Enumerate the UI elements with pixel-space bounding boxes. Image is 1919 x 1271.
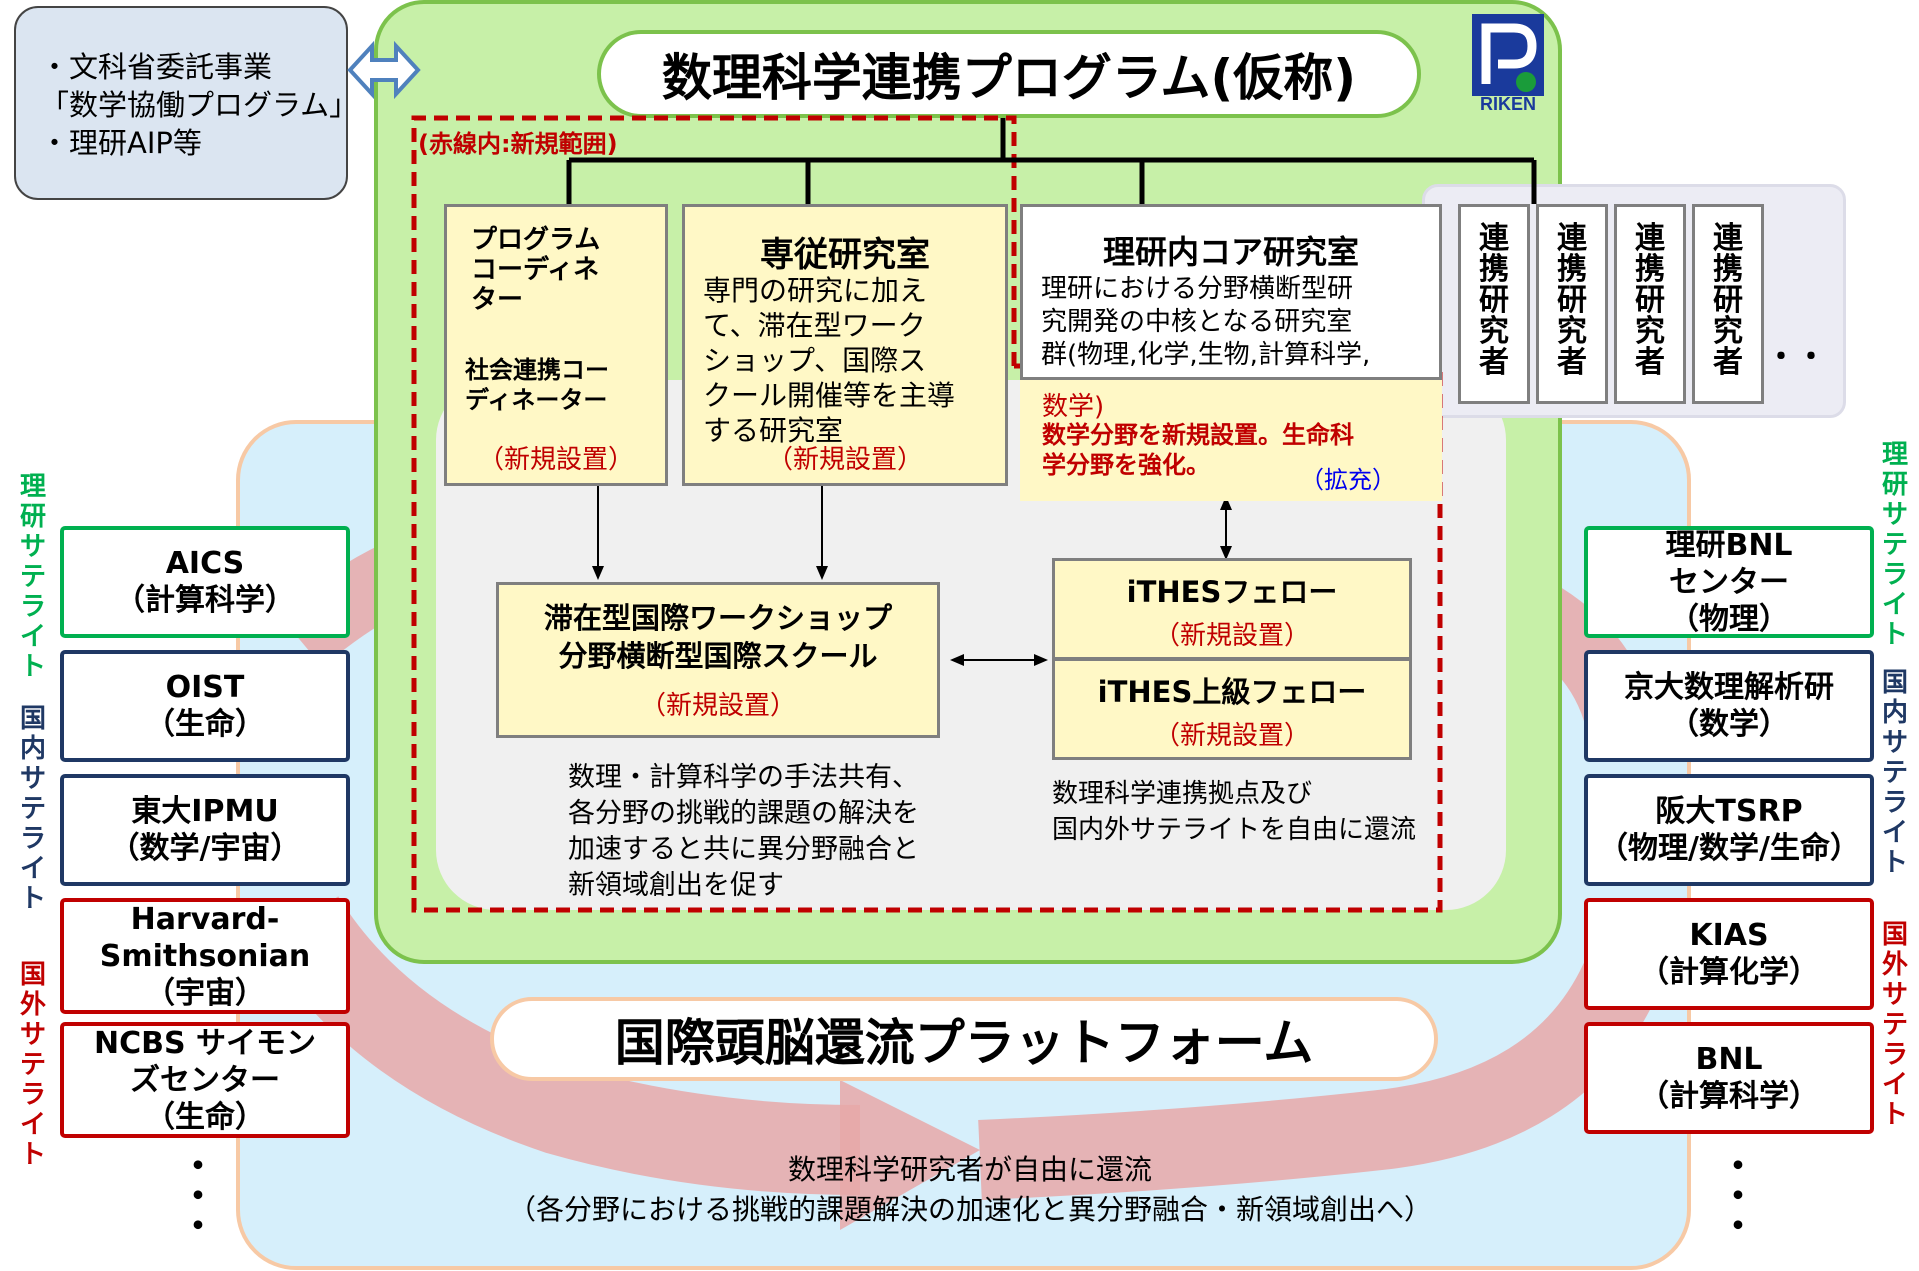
left-sat-4-line2: Smithsonian xyxy=(99,938,311,974)
coordinator-box: プログラム コーディネ ター 社会連携コー ディネーター （新規設置） xyxy=(444,204,668,486)
bottom-description: 数理科学研究者が自由に還流 （各分野における挑戦的課題解決の加速化と異分野融合・… xyxy=(420,1150,1520,1230)
left-sat-5-line1: NCBS サイモン xyxy=(93,1025,317,1061)
core-lab-ext-note: （拡充） xyxy=(1300,466,1396,494)
right-sat-3-line2: （物理/数学/生命） xyxy=(1598,831,1860,866)
riken-logo-icon xyxy=(1472,14,1544,96)
left-satellite-aics: AICS （計算科学） xyxy=(60,526,350,638)
workshop-description: 数理・計算科学の手法共有、 各分野の挑戦的課題の解決を 加速すると共に異分野融合… xyxy=(568,762,919,901)
ithes-fellow-note: （新規設置） xyxy=(1153,621,1310,651)
core-lab-box: 理研内コア研究室 理研における分野横断型研 究開発の中核となる研究室 群(物理,… xyxy=(1020,204,1442,501)
researcher-label-1: 連携研究者 xyxy=(1479,221,1509,380)
fellow-description: 数理科学連携拠点及び 国内外サテライトを自由に還流 xyxy=(1052,779,1417,845)
researcher-box-1: 連携研究者 xyxy=(1458,204,1530,404)
right-sat-3-line1: 阪大TSRP xyxy=(1655,794,1803,829)
right-satellite-rims: 京大数理解析研 （数学） xyxy=(1584,650,1874,762)
coordinator-note: （新規設置） xyxy=(477,445,634,475)
mext-line-1: ・文科省委託事業 xyxy=(40,50,273,84)
right-domestic-satellite-label: 国内サテライト xyxy=(1881,668,1908,878)
left-domestic-satellite-label: 国内サテライト xyxy=(19,704,46,914)
left-sat-1-line1: AICS xyxy=(165,546,245,581)
ithes-senior-note: （新規設置） xyxy=(1153,721,1310,751)
left-sat-2-line1: OIST xyxy=(165,670,245,705)
left-sat-4-line1: Harvard- xyxy=(130,901,280,937)
coordinator-subtitle: 社会連携コー ディネーター xyxy=(465,356,609,414)
left-sat-3-line2: （数学/宇宙） xyxy=(109,831,301,866)
right-sat-1-line3: （物理） xyxy=(1669,601,1789,637)
ithes-fellow-title: iTHESフェロー xyxy=(1126,575,1338,609)
right-sat-4-line1: KIAS xyxy=(1689,918,1769,953)
right-sat-4-line2: （計算化学） xyxy=(1639,955,1819,990)
right-sat-5-line1: BNL xyxy=(1695,1042,1763,1077)
ithes-senior-title: iTHES上級フェロー xyxy=(1097,675,1367,709)
right-sat-5-line2: （計算科学） xyxy=(1639,1079,1819,1114)
researcher-label-3: 連携研究者 xyxy=(1635,221,1665,380)
researcher-label-2: 連携研究者 xyxy=(1557,221,1587,380)
coordinator-title: プログラム コーディネ ター xyxy=(471,225,601,315)
left-satellite-harvard: Harvard- Smithsonian （宇宙） xyxy=(60,898,350,1014)
researcher-label-4: 連携研究者 xyxy=(1713,221,1743,380)
researcher-box-3: 連携研究者 xyxy=(1614,204,1686,404)
riken-logo-text: RIKEN xyxy=(1479,94,1536,114)
right-sat-1-line2: センター xyxy=(1669,564,1789,600)
core-lab-ext-line1: 数学) xyxy=(1042,392,1105,422)
left-satellite-ncbs: NCBS サイモン ズセンター （生命） xyxy=(60,1022,350,1138)
new-scope-label: (赤線内:新規範囲) xyxy=(418,130,618,158)
dedicated-lab-box: 専従研究室 専門の研究に加え て、滞在型ワーク ショップ、国際ス クール開催等を… xyxy=(682,204,1008,486)
bottom-desc-line1: 数理科学研究者が自由に還流 xyxy=(787,1153,1152,1186)
right-satellite-bnl: BNL （計算科学） xyxy=(1584,1022,1874,1134)
right-sat-2-line2: （数学） xyxy=(1669,707,1789,742)
right-more-satellites: ・・・ xyxy=(1720,1146,1757,1247)
workshop-box: 滞在型国際ワークショップ 分野横断型国際スクール （新規設置） xyxy=(496,582,940,738)
left-sat-5-line3: （生命） xyxy=(145,1099,265,1135)
core-lab-title: 理研内コア研究室 xyxy=(1102,233,1359,271)
core-lab-extension: 数学) 数学分野を新規設置。生命科 学分野を強化。 （拡充） xyxy=(1020,377,1442,501)
dedicated-lab-note: （新規設置） xyxy=(766,445,923,475)
researcher-ellipsis: ・・ xyxy=(1766,340,1826,375)
researcher-box-2: 連携研究者 xyxy=(1536,204,1608,404)
left-sat-5-line2: ズセンター xyxy=(130,1062,280,1098)
left-sat-1-line2: （計算科学） xyxy=(115,583,295,618)
mext-program-box: ・文科省委託事業 「数学協働プログラム」 ・理研AIP等 xyxy=(14,6,358,200)
riken-logo: RIKEN xyxy=(1472,14,1544,114)
platform-title: 国際頭脳還流プラットフォーム xyxy=(490,997,1438,1081)
left-sat-3-line1: 東大IPMU xyxy=(131,794,279,829)
mext-line-2: 「数学協働プログラム」 xyxy=(40,88,359,122)
left-satellite-ipmu: 東大IPMU （数学/宇宙） xyxy=(60,774,350,886)
core-lab-ext-line2: 数学分野を新規設置。生命科 学分野を強化。 xyxy=(1042,421,1354,479)
ithes-senior-box: iTHES上級フェロー （新規設置） xyxy=(1052,658,1412,760)
left-sat-4-line3: （宇宙） xyxy=(145,975,265,1011)
right-sat-2-line1: 京大数理解析研 xyxy=(1624,670,1834,705)
right-riken-satellite-label: 理研サテライト xyxy=(1881,440,1908,650)
left-riken-satellite-label: 理研サテライト xyxy=(19,472,46,682)
right-satellite-riken-bnl: 理研BNL センター （物理） xyxy=(1584,526,1874,638)
left-sat-2-line2: （生命） xyxy=(145,707,265,742)
workshop-line2: 分野横断型国際スクール xyxy=(558,639,878,673)
dedicated-lab-title: 専従研究室 xyxy=(760,235,930,275)
right-satellite-kias: KIAS （計算化学） xyxy=(1584,898,1874,1010)
core-lab-body: 理研における分野横断型研 究開発の中核となる研究室 群(物理,化学,生物,計算科… xyxy=(1041,274,1371,370)
mext-line-3: ・理研AIP等 xyxy=(40,126,202,160)
right-sat-1-line1: 理研BNL xyxy=(1665,527,1793,563)
researcher-box-4: 連携研究者 xyxy=(1692,204,1764,404)
left-foreign-satellite-label: 国外サテライト xyxy=(19,960,46,1170)
left-satellite-oist: OIST （生命） xyxy=(60,650,350,762)
right-foreign-satellite-label: 国外サテライト xyxy=(1881,920,1908,1130)
bottom-desc-line2: （各分野における挑戦的課題解決の加速化と異分野融合・新領域創出へ） xyxy=(507,1193,1432,1226)
ithes-fellow-box: iTHESフェロー （新規設置） xyxy=(1052,558,1412,660)
left-more-satellites: ・・・ xyxy=(180,1146,217,1247)
right-satellite-tsrp: 阪大TSRP （物理/数学/生命） xyxy=(1584,774,1874,886)
dedicated-lab-body: 専門の研究に加え て、滞在型ワーク ショップ、国際ス クール開催等を主導 する研… xyxy=(703,274,956,447)
workshop-note: （新規設置） xyxy=(639,691,796,721)
workshop-line1: 滞在型国際ワークショップ xyxy=(543,601,892,635)
